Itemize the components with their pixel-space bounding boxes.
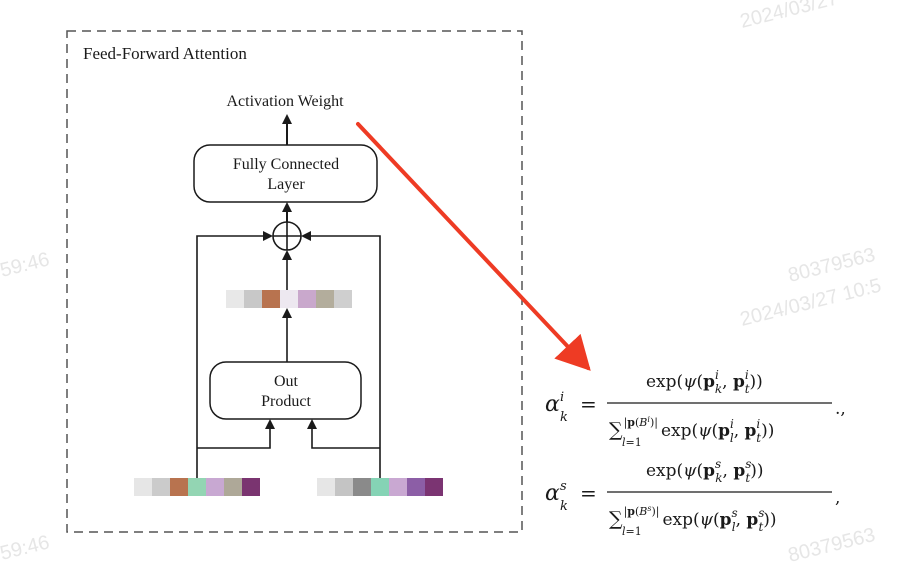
left-embedding-cell	[206, 478, 224, 496]
right-embedding-cell	[371, 478, 389, 496]
svg-text:α: α	[545, 481, 560, 506]
right-embedding-cell	[353, 478, 371, 496]
left-embedding-cell	[242, 478, 260, 496]
middle-embedding-cell	[298, 290, 316, 308]
formula1-lhs: α	[545, 392, 560, 417]
formula1-sup: i	[560, 390, 564, 405]
frame-title: Feed-Forward Attention	[83, 44, 247, 63]
formula2-sum-lower: l=1	[622, 525, 642, 538]
right-embedding-cell	[425, 478, 443, 496]
out-product-line1: Out	[274, 373, 299, 390]
middle-embedding-cell	[226, 290, 244, 308]
formula2-trail: ,	[835, 488, 840, 508]
middle-embedding-strip	[226, 290, 352, 308]
right-embedding-cell	[335, 478, 353, 496]
right-input-to-product-line	[307, 419, 380, 449]
right-bypass-line	[301, 231, 381, 478]
watermark-time-2: 59:46	[0, 531, 52, 564]
right-embedding-cell	[407, 478, 425, 496]
watermark-date-2: 2024/03/27 10:5	[738, 275, 884, 331]
left-embedding-cell	[152, 478, 170, 496]
formula2-sup: s	[560, 479, 567, 494]
middle-embedding-cell	[244, 290, 262, 308]
left-embedding-strip	[134, 478, 260, 496]
left-bypass-line	[196, 231, 273, 478]
formula2-sub: k	[560, 499, 568, 514]
formula2-equals: =	[580, 481, 597, 505]
fully-connected-layer-box	[193, 144, 378, 203]
out-product-box	[209, 361, 362, 420]
left-embedding-cell	[134, 478, 152, 496]
formula2-lhs: α	[545, 481, 560, 506]
left-embedding-cell	[188, 478, 206, 496]
formula1-trail: .,	[835, 399, 846, 419]
right-embedding-strip	[317, 478, 443, 496]
right-embedding-cell	[317, 478, 335, 496]
svg-text:α: α	[545, 392, 560, 417]
middle-embedding-cell	[280, 290, 298, 308]
formula1-sum-lower: l=1	[622, 436, 642, 449]
right-embedding-cell	[389, 478, 407, 496]
formula1-equals: =	[580, 392, 597, 416]
fc-layer-line2: Layer	[267, 176, 305, 193]
formula1-sub: k	[560, 410, 568, 425]
attention-frame	[66, 30, 523, 533]
activation-weight-label: Activation Weight	[226, 93, 344, 110]
concat-circle-plus-icon	[272, 221, 302, 251]
fc-layer-line1: Fully Connected	[233, 156, 339, 173]
middle-embedding-cell	[334, 290, 352, 308]
left-embedding-cell	[224, 478, 242, 496]
watermark-date-1: 2024/03/27	[738, 0, 840, 33]
watermark-id-2: 80379563	[786, 524, 878, 567]
middle-embedding-cell	[316, 290, 334, 308]
watermark-time-1: 59:46	[0, 248, 52, 281]
middle-embedding-cell	[262, 290, 280, 308]
out-product-line2: Product	[261, 393, 311, 410]
red-annotation-arrow	[356, 122, 591, 371]
left-input-to-product-line	[197, 419, 275, 449]
left-embedding-cell	[170, 478, 188, 496]
